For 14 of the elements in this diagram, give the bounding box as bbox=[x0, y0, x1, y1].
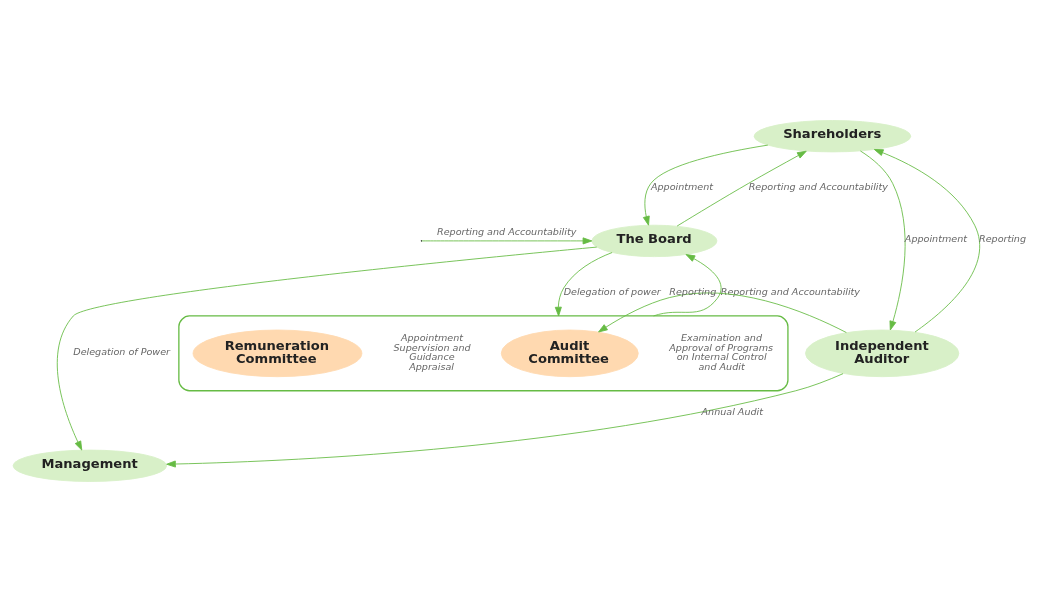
edge-label: Reporting and Accountability bbox=[748, 181, 888, 193]
node-label: Appointment bbox=[400, 331, 464, 343]
edge-label: Reporting and Accountability bbox=[437, 225, 577, 237]
edge-label: Reporting and Accountability bbox=[720, 285, 861, 297]
edge-label: Delegation of power bbox=[563, 285, 661, 297]
edge-label: Delegation of Power bbox=[73, 345, 171, 357]
edge-label: Appointment bbox=[904, 233, 967, 245]
node-label: Examination and Approval of Programs on Internal Control and Audit bbox=[669, 331, 774, 372]
edge-label: Reporting bbox=[669, 285, 717, 297]
edge-label: Annual Audit bbox=[701, 406, 764, 418]
node-label: Appraisal bbox=[409, 360, 454, 372]
edge-label: Appointment bbox=[650, 181, 714, 193]
edge-label: Reporting bbox=[979, 233, 1027, 245]
node-label: Supervision and Guidance bbox=[393, 341, 471, 363]
